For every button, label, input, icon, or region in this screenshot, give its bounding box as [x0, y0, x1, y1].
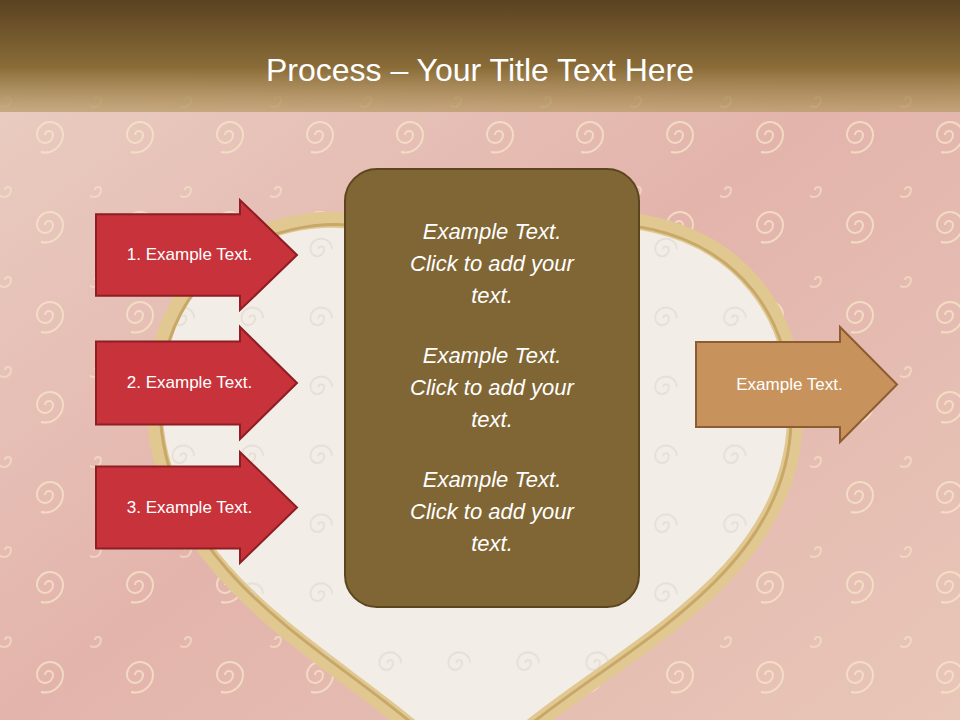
arrow-label: 1. Example Text.: [127, 245, 252, 265]
arrow-box: 3. Example Text.: [96, 452, 297, 563]
body-text: Example Text. Click to add your text.: [407, 340, 577, 436]
arrow-box: 1. Example Text.: [96, 200, 297, 310]
shape-outline: [696, 327, 897, 442]
process-box: Example Text. Click to add your text. Exa…: [344, 168, 640, 608]
arrow-label: 2. Example Text.: [127, 373, 252, 393]
shape-outline: [96, 200, 297, 310]
arrow-label: 3. Example Text.: [127, 498, 252, 518]
arrow-label-area: 3. Example Text.: [96, 452, 283, 563]
arrow-label-area: 2. Example Text.: [96, 327, 283, 439]
arrow-label-area: 1. Example Text.: [96, 200, 283, 310]
body-text: Example Text. Click to add your text.: [407, 464, 577, 560]
slide-title: Process – Your Title Text Here: [20, 50, 940, 90]
arrow-box: 2. Example Text.: [96, 327, 297, 439]
shape-outline: [345, 169, 639, 607]
arrow-label: Example Text.: [736, 375, 842, 395]
arrow-box: Example Text.: [696, 327, 897, 442]
body-text: Example Text. Click to add your text.: [407, 216, 577, 312]
shape-outline: [96, 452, 297, 563]
arrow-label-area: Example Text.: [696, 327, 883, 442]
shape-outline: [96, 327, 297, 439]
